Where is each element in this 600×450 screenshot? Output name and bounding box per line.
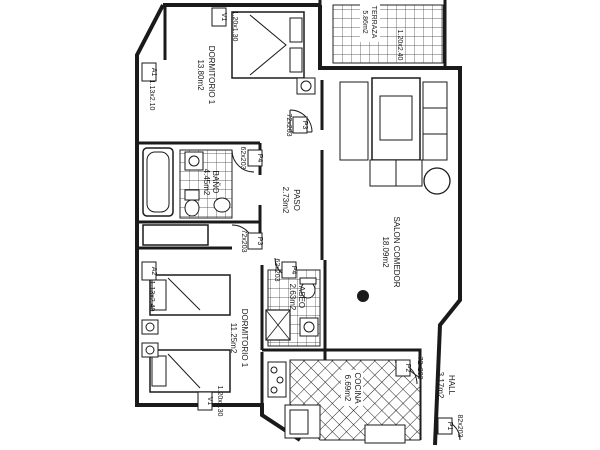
window-tag-a2: A2 1.13x2.40 <box>141 261 157 312</box>
window-a2-tag: A2 <box>150 267 157 276</box>
door-tag-p2: P2 72x203 <box>395 357 423 380</box>
room-label-bano: BAÑO 4.45m2 <box>202 169 220 196</box>
bathtub-icon <box>142 147 174 217</box>
door-p1-tag: P1 <box>446 422 453 431</box>
window-a1-tag: A1 <box>150 68 157 77</box>
dorm-bottom-area: 11.25m2 <box>229 323 238 354</box>
cocina-area: 6.69m2 <box>343 375 352 402</box>
hall-name: HALL <box>447 375 456 396</box>
terraza-name: TERRAZA <box>370 6 377 39</box>
room-label-terraza: TERRAZA 5.86m2 <box>360 2 380 42</box>
door-tag-p4-aseo: P4 62x203 <box>273 259 297 282</box>
toilet-icon <box>184 189 200 217</box>
room-label-hall: HALL 3.17m2 <box>436 372 456 399</box>
window-v1b-tag: V1 <box>206 397 213 406</box>
dorm-top-area: 13.80m2 <box>196 59 205 91</box>
bano-name: BAÑO <box>211 171 220 194</box>
room-label-paso: PASO 2.73m2 <box>281 187 301 214</box>
window-v1b-size: 1.20x1.30 <box>216 386 223 417</box>
window-v1-tag: V1 <box>220 13 227 22</box>
door-p4b-tag: P4 <box>290 266 297 275</box>
door-p4-size: 62x203 <box>239 147 246 170</box>
door-p3b-tag: P3 <box>256 237 263 246</box>
door-tag-p1: P1 82x203 <box>437 415 463 438</box>
paso-name: PASO <box>292 189 301 211</box>
cocina-name: COCINA <box>353 372 362 404</box>
bed-top-icon <box>231 11 305 79</box>
door-p1-size: 82x203 <box>456 415 463 438</box>
door-p3-size: 72x203 <box>285 114 292 137</box>
door-p4-tag: P4 <box>256 154 263 163</box>
interior-walls <box>137 5 422 440</box>
salon-name: SALON COMEDOR <box>392 216 401 287</box>
room-label-salon: SALON COMEDOR 18.09m2 <box>381 216 401 287</box>
window-v1-size: 1.20x1.30 <box>231 11 238 42</box>
round-table-icon <box>423 167 451 195</box>
bed-bottom-1-icon <box>149 274 231 316</box>
dorm-top-name: DORMITORIO 1 <box>207 46 216 105</box>
room-label-cocina: COCINA 6.69m2 <box>341 370 363 406</box>
armchair-icon <box>369 159 423 187</box>
aseo-area: 2.63m2 <box>288 284 297 311</box>
window-tag-v1-top: V1 1.20x1.30 <box>211 7 238 42</box>
room-label-dorm-bottom: DORMITORIO 1 11.25m2 <box>229 309 249 368</box>
door-tag-p3-top: P3 72x203 <box>285 114 308 137</box>
room-label-dorm-top: DORMITORIO 1 13.80m2 <box>196 46 216 105</box>
aseo-sink-icon <box>299 317 319 337</box>
door-p3b-size: 72x203 <box>240 230 247 253</box>
door-p3-tag: P3 <box>301 121 308 130</box>
window-tag-a1: A1 1.13x2.10 <box>141 62 157 111</box>
door-p2-tag: P2 <box>404 364 411 373</box>
terraza-area: 5.86m2 <box>361 10 368 33</box>
plant-icon <box>357 290 369 302</box>
shower-icon <box>265 309 291 341</box>
door-p2-size: 72x203 <box>416 357 423 380</box>
window-tag-v1-bottom: V1 1.20x1.30 <box>197 386 223 417</box>
door-tag-p4-bath: P4 62x203 <box>239 147 263 170</box>
sofa-icon <box>339 77 448 161</box>
window-a2-size: 1.13x2.40 <box>148 281 155 312</box>
door-tag-p3-mid: P3 72x203 <box>240 230 263 253</box>
bed-bottom-2-icon <box>149 349 231 393</box>
bano-area: 4.45m2 <box>202 169 211 196</box>
terrace-dimension: 1.20x2.40 <box>396 30 403 61</box>
terrace-floor <box>332 4 444 64</box>
kitchen-counter-icon <box>267 361 406 444</box>
door-p4b-size: 62x203 <box>273 259 280 282</box>
window-a1-size: 1.13x2.10 <box>148 80 155 111</box>
bidet-icon <box>213 197 231 213</box>
salon-area: 18.09m2 <box>381 236 390 268</box>
aseo-name: ASEO <box>297 286 306 308</box>
nightstand-icon <box>141 77 316 358</box>
room-label-aseo: ASEO 2.63m2 <box>288 284 306 311</box>
paso-area: 2.73m2 <box>281 187 290 214</box>
sink-icon <box>184 151 204 171</box>
aseo-toilet-icon <box>299 277 317 299</box>
dorm-bottom-name: DORMITORIO 1 <box>240 309 249 368</box>
hall-area: 3.17m2 <box>436 372 445 399</box>
